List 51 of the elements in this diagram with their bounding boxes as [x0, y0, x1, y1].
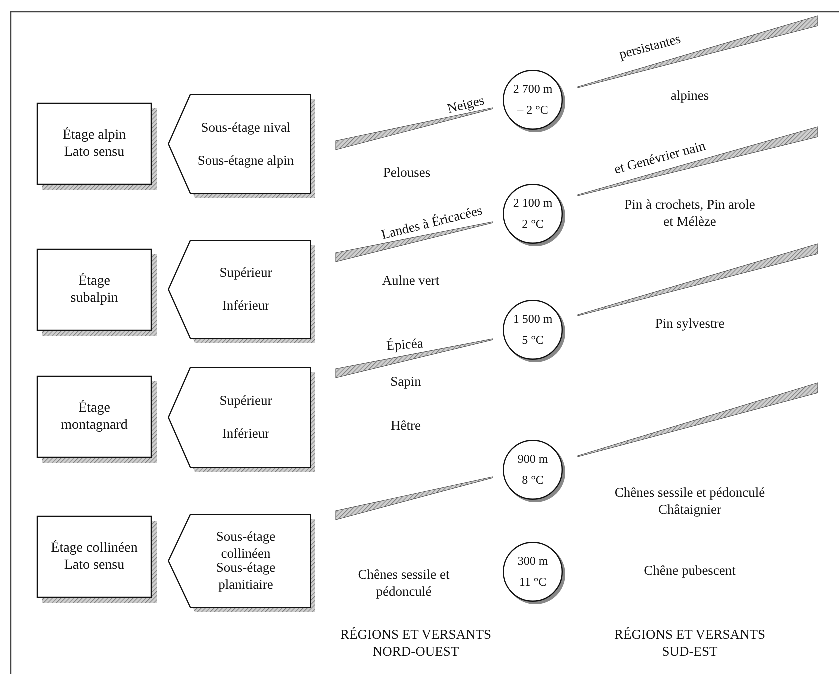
vegetation-label: Pin sylvestre	[654, 314, 726, 332]
zone-box	[37, 103, 157, 190]
subzone-name: Supérieur	[218, 392, 274, 409]
vegetation-label: Neiges	[445, 91, 487, 118]
zone-name: Étage alpin Lato sensu	[62, 127, 128, 161]
subzone-name: Inférieur	[221, 296, 271, 314]
temperature-value: 8 °C	[521, 473, 545, 488]
temperature-value: 2 °C	[521, 217, 545, 232]
subzone-pentagon	[168, 94, 315, 198]
temperature-value: 11 °C	[518, 575, 548, 590]
zone-name: Étage subalpin	[70, 273, 120, 307]
vegetation-label: Pin à crochets, Pin arole et Mélèze	[624, 196, 756, 230]
vegetation-label: et Genévrier nain	[612, 136, 708, 178]
zone-box	[37, 376, 157, 463]
vegetation-label: Chênes sessile et pédonculé	[357, 566, 451, 600]
zone-box	[37, 516, 157, 603]
altitude-value: 2 700 m	[512, 82, 554, 97]
subzone-pentagon	[168, 367, 315, 472]
altitude-circle	[503, 70, 568, 135]
subzone-pentagon	[168, 514, 315, 612]
subzone-pentagon	[168, 240, 315, 343]
vegetation-label: Épicéa	[385, 334, 425, 355]
vegetation-label: Chênes sessile et pédonculé Châtaignier	[614, 484, 766, 518]
zone-name: Étage collinéen Lato sensu	[50, 540, 139, 574]
subzone-name: Supérieur	[218, 264, 274, 282]
altitude-circle	[503, 184, 568, 249]
altitude-circle	[503, 542, 568, 607]
altitude-value: 2 100 m	[512, 196, 554, 211]
vegetation-label: Pelouses	[382, 164, 432, 180]
altitude-value: 300 m	[516, 554, 550, 569]
zone-name: Étage montagnard	[60, 400, 129, 434]
altitude-value: 1 500 m	[512, 312, 554, 327]
altitude-circle	[503, 300, 568, 365]
temperature-value: 5 °C	[521, 333, 545, 348]
column-heading: RÉGIONS ET VERSANTS SUD-EST	[613, 626, 767, 660]
subzone-name: Inférieur	[221, 425, 271, 442]
altitude-value: 900 m	[516, 452, 550, 467]
subzone-name: Sous-étage nival	[200, 118, 292, 136]
subzone-name: Sous-étagne alpin	[196, 152, 296, 168]
vegetation-label: Aulne vert	[381, 272, 441, 288]
vegetation-label: Hêtre	[390, 416, 422, 434]
subzone-name: Sous-étage collinéen	[215, 528, 277, 562]
subzone-name: Sous-étage planitiaire	[215, 559, 277, 593]
zone-box	[37, 249, 157, 336]
vegetation-label: Landes à Éricacées	[379, 201, 485, 244]
temperature-value: – 2 °C	[516, 103, 550, 118]
altitude-circle	[503, 440, 568, 505]
vegetation-label: alpines	[670, 86, 710, 104]
column-heading: RÉGIONS ET VERSANTS NORD-OUEST	[339, 626, 493, 660]
vegetation-label: Sapin	[390, 372, 422, 390]
vegetation-label: Chêne pubescent	[643, 562, 737, 578]
